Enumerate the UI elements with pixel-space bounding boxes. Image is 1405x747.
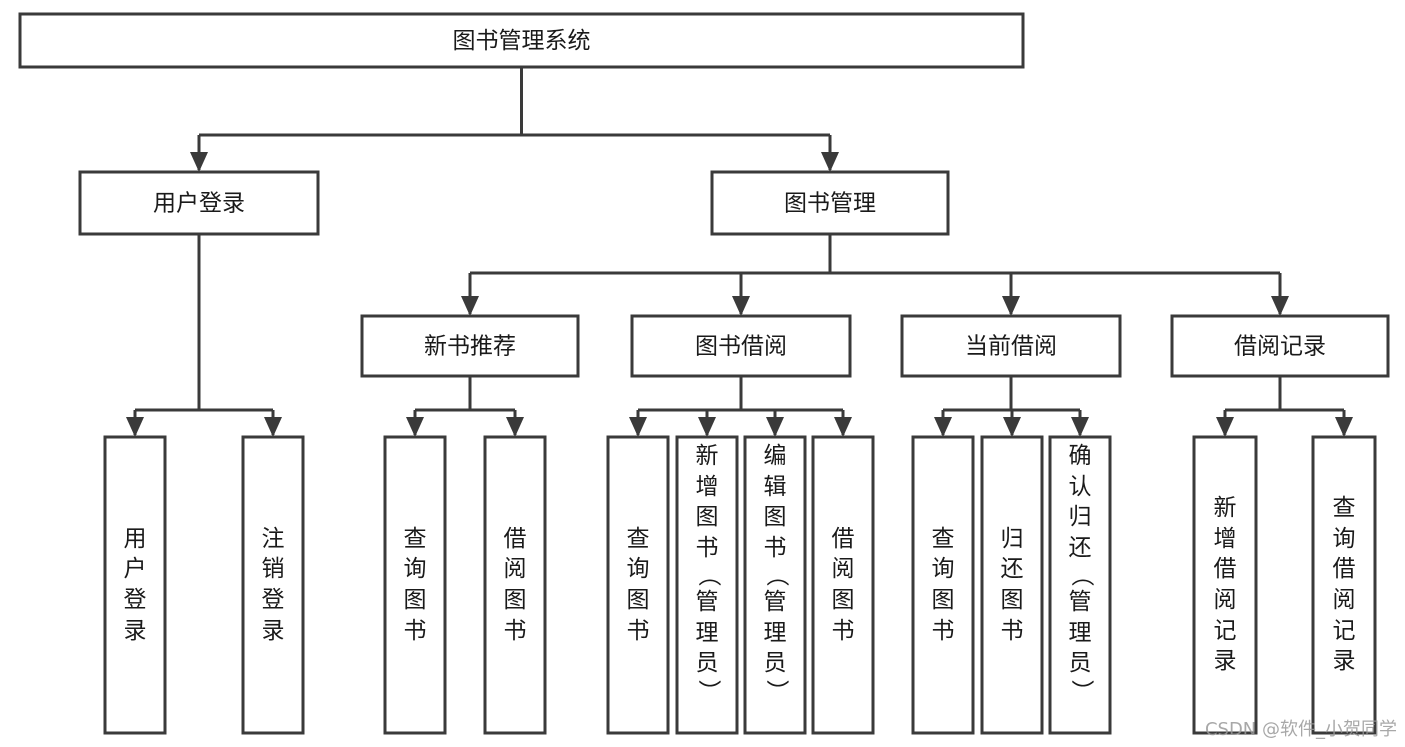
connector-layer xyxy=(126,67,1353,437)
arrow-head-icon xyxy=(264,417,282,437)
leaf-node-box-leaf-add-record[interactable] xyxy=(1192,435,1258,735)
level2-node-label-current-borrow: 当前借阅 xyxy=(965,334,1057,360)
arrow-head-icon xyxy=(1071,417,1089,437)
leaf-node-box-leaf-confirm-return[interactable] xyxy=(1048,435,1112,735)
arrow-head-icon xyxy=(126,417,144,437)
leaf-node-box-leaf-borrow-book-2[interactable] xyxy=(811,435,875,735)
leaf-node-box-leaf-query-book-3[interactable] xyxy=(911,435,975,735)
arrow-head-icon xyxy=(461,296,479,316)
level1-node-box-book-manage[interactable] xyxy=(710,170,950,236)
arrow-head-icon xyxy=(190,152,208,172)
leaf-node-box-leaf-query-book-1[interactable] xyxy=(383,435,447,735)
arrow-head-icon xyxy=(406,417,424,437)
level2-node-label-new-book-recommend: 新书推荐 xyxy=(424,334,516,360)
arrow-head-icon xyxy=(1003,417,1021,437)
arrow-head-icon xyxy=(934,417,952,437)
leaf-node-box-leaf-query-book-2[interactable] xyxy=(606,435,670,735)
level1-node-label-book-manage: 图书管理 xyxy=(784,191,876,217)
level2-node-label-book-borrow: 图书借阅 xyxy=(695,334,787,360)
level2-node-box-current-borrow[interactable] xyxy=(900,314,1122,378)
arrow-head-icon xyxy=(834,417,852,437)
level1-node-label-user-login: 用户登录 xyxy=(153,191,245,217)
level2-node-box-borrow-record[interactable] xyxy=(1170,314,1390,378)
csdn-watermark: CSDN @软件_小贺同学 xyxy=(1204,719,1397,740)
arrow-head-icon xyxy=(766,417,784,437)
arrow-head-icon xyxy=(1335,417,1353,437)
leaf-node-box-leaf-add-book[interactable] xyxy=(675,435,739,735)
arrow-head-icon xyxy=(732,296,750,316)
leaf-node-box-leaf-logout[interactable] xyxy=(241,435,305,735)
arrow-head-icon xyxy=(1216,417,1234,437)
level2-node-box-book-borrow[interactable] xyxy=(630,314,852,378)
root-node-box[interactable] xyxy=(18,12,1025,69)
box-layer xyxy=(18,12,1390,735)
level1-node-box-user-login[interactable] xyxy=(78,170,320,236)
arrow-head-icon xyxy=(1002,296,1020,316)
level2-node-label-borrow-record: 借阅记录 xyxy=(1234,334,1326,360)
leaf-node-box-leaf-edit-book[interactable] xyxy=(743,435,807,735)
arrow-head-icon xyxy=(629,417,647,437)
arrow-head-icon xyxy=(506,417,524,437)
arrow-head-icon xyxy=(698,417,716,437)
leaf-node-box-leaf-query-record[interactable] xyxy=(1311,435,1377,735)
level2-node-box-new-book-recommend[interactable] xyxy=(360,314,580,378)
arrow-head-icon xyxy=(1271,296,1289,316)
leaf-node-box-leaf-user-login[interactable] xyxy=(103,435,167,735)
arrow-head-icon xyxy=(821,152,839,172)
leaf-node-box-leaf-borrow-book-1[interactable] xyxy=(483,435,547,735)
leaf-node-box-leaf-return-book[interactable] xyxy=(980,435,1044,735)
root-node-label: 图书管理系统 xyxy=(453,28,591,54)
